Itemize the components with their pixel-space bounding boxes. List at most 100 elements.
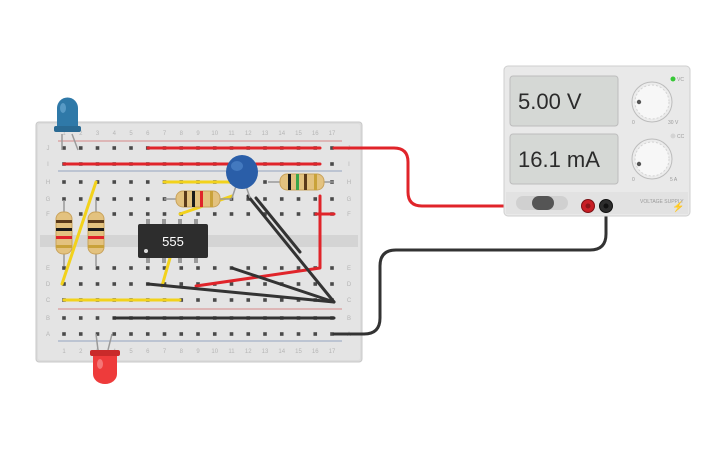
breadboard-hole[interactable] (62, 316, 66, 320)
breadboard-hole[interactable] (95, 266, 100, 270)
breadboard-hole[interactable] (296, 282, 301, 286)
voltage-knob[interactable] (631, 81, 673, 123)
black-wire-chip-ground[interactable] (146, 282, 336, 304)
breadboard-hole[interactable] (95, 282, 100, 286)
breadboard-hole[interactable] (95, 197, 100, 201)
breadboard-hole[interactable] (162, 332, 167, 336)
breadboard-hole[interactable] (62, 266, 66, 270)
yellow-wire-chip-low[interactable] (160, 256, 172, 288)
breadboard-hole[interactable] (330, 332, 334, 336)
black-wire-cap-ground-2[interactable] (254, 196, 302, 254)
breadboard-hole[interactable] (78, 146, 83, 150)
breadboard-hole[interactable] (95, 146, 100, 150)
black-wire-mid[interactable] (230, 266, 336, 304)
resistor-horizontal-middle[interactable] (164, 190, 232, 208)
breadboard-hole[interactable] (330, 282, 334, 286)
breadboard-hole[interactable] (112, 146, 117, 150)
power-switch-toggle[interactable] (532, 196, 554, 210)
breadboard-hole[interactable] (263, 197, 267, 201)
breadboard-hole[interactable] (246, 212, 251, 216)
breadboard-hole[interactable] (145, 197, 150, 201)
breadboard-hole[interactable] (196, 212, 200, 216)
breadboard-hole[interactable] (78, 282, 83, 286)
ceramic-capacitor[interactable] (226, 155, 258, 199)
breadboard-hole[interactable] (95, 332, 100, 336)
breadboard-hole[interactable] (129, 282, 133, 286)
breadboard-hole[interactable] (129, 266, 133, 270)
breadboard-hole[interactable] (112, 266, 117, 270)
breadboard-hole[interactable] (162, 212, 167, 216)
black-wire-cap-ground[interactable] (246, 194, 336, 304)
breadboard-hole[interactable] (263, 212, 267, 216)
breadboard-hole[interactable] (145, 212, 150, 216)
breadboard-hole[interactable] (279, 212, 284, 216)
breadboard-hole[interactable] (212, 332, 217, 336)
breadboard-hole[interactable] (112, 180, 117, 184)
red-wire-to-psu[interactable] (332, 146, 590, 208)
breadboard-hole[interactable] (78, 332, 83, 336)
breadboard-hole[interactable] (112, 282, 117, 286)
breadboard-hole[interactable] (229, 332, 234, 336)
breadboard-hole[interactable] (196, 332, 200, 336)
breadboard-hole[interactable] (263, 282, 267, 286)
breadboard-hole[interactable] (212, 212, 217, 216)
breadboard-hole[interactable] (129, 212, 133, 216)
current-knob[interactable] (631, 138, 673, 180)
breadboard-hole[interactable] (145, 180, 150, 184)
breadboard-hole[interactable] (296, 332, 301, 336)
breadboard-hole[interactable] (263, 332, 267, 336)
breadboard-hole[interactable] (196, 266, 200, 270)
breadboard-hole[interactable] (246, 282, 251, 286)
breadboard-hole[interactable] (62, 197, 66, 201)
breadboard-hole[interactable] (78, 266, 83, 270)
red-led[interactable] (90, 333, 120, 384)
breadboard-hole[interactable] (229, 282, 234, 286)
breadboard-hole[interactable] (78, 212, 83, 216)
breadboard-hole[interactable] (112, 332, 117, 336)
breadboard-hole[interactable] (330, 266, 334, 270)
breadboard-hole[interactable] (279, 266, 284, 270)
breadboard-hole[interactable] (129, 332, 133, 336)
chip-555[interactable]: 555 (138, 219, 208, 263)
breadboard-hole[interactable] (279, 197, 284, 201)
breadboard-hole[interactable] (95, 316, 100, 320)
breadboard-hole[interactable] (246, 266, 251, 270)
resistor-left-2[interactable] (87, 200, 105, 266)
breadboard-hole[interactable] (246, 197, 251, 201)
breadboard-hole[interactable] (179, 332, 184, 336)
breadboard-hole[interactable] (296, 197, 301, 201)
power-supply[interactable]: 5.00 V 16.1 mA VC 0 30 V CC 0 5 A (503, 65, 691, 217)
breadboard-hole[interactable] (330, 146, 334, 150)
breadboard-hole[interactable] (62, 332, 66, 336)
breadboard-hole[interactable] (330, 197, 334, 201)
breadboard-hole[interactable] (62, 180, 66, 184)
breadboard-hole[interactable] (279, 298, 284, 302)
breadboard-hole[interactable] (246, 298, 251, 302)
breadboard-hole[interactable] (62, 146, 66, 150)
breadboard-hole[interactable] (112, 197, 117, 201)
breadboard-hole[interactable] (145, 332, 150, 336)
black-wire-to-psu[interactable] (332, 204, 608, 336)
breadboard-hole[interactable] (229, 212, 234, 216)
breadboard-hole[interactable] (296, 266, 301, 270)
breadboard-hole[interactable] (162, 266, 167, 270)
breadboard-hole[interactable] (78, 316, 83, 320)
breadboard-hole[interactable] (229, 298, 234, 302)
breadboard-hole[interactable] (179, 266, 184, 270)
yellow-wire-diagonal-left[interactable] (60, 180, 98, 286)
breadboard-hole[interactable] (196, 282, 200, 286)
breadboard-hole[interactable] (263, 266, 267, 270)
breadboard-hole[interactable] (296, 212, 301, 216)
breadboard-hole[interactable] (212, 298, 217, 302)
breadboard-hole[interactable] (78, 180, 83, 184)
breadboard-hole[interactable] (179, 282, 184, 286)
breadboard-hole[interactable] (212, 266, 217, 270)
breadboard-hole[interactable] (263, 298, 267, 302)
resistor-left-1[interactable] (55, 200, 73, 266)
breadboard-hole[interactable] (330, 162, 334, 166)
breadboard-hole[interactable] (263, 180, 267, 184)
breadboard-hole[interactable] (129, 180, 133, 184)
breadboard-hole[interactable] (145, 266, 150, 270)
breadboard-hole[interactable] (196, 298, 200, 302)
blue-led[interactable] (54, 97, 81, 151)
